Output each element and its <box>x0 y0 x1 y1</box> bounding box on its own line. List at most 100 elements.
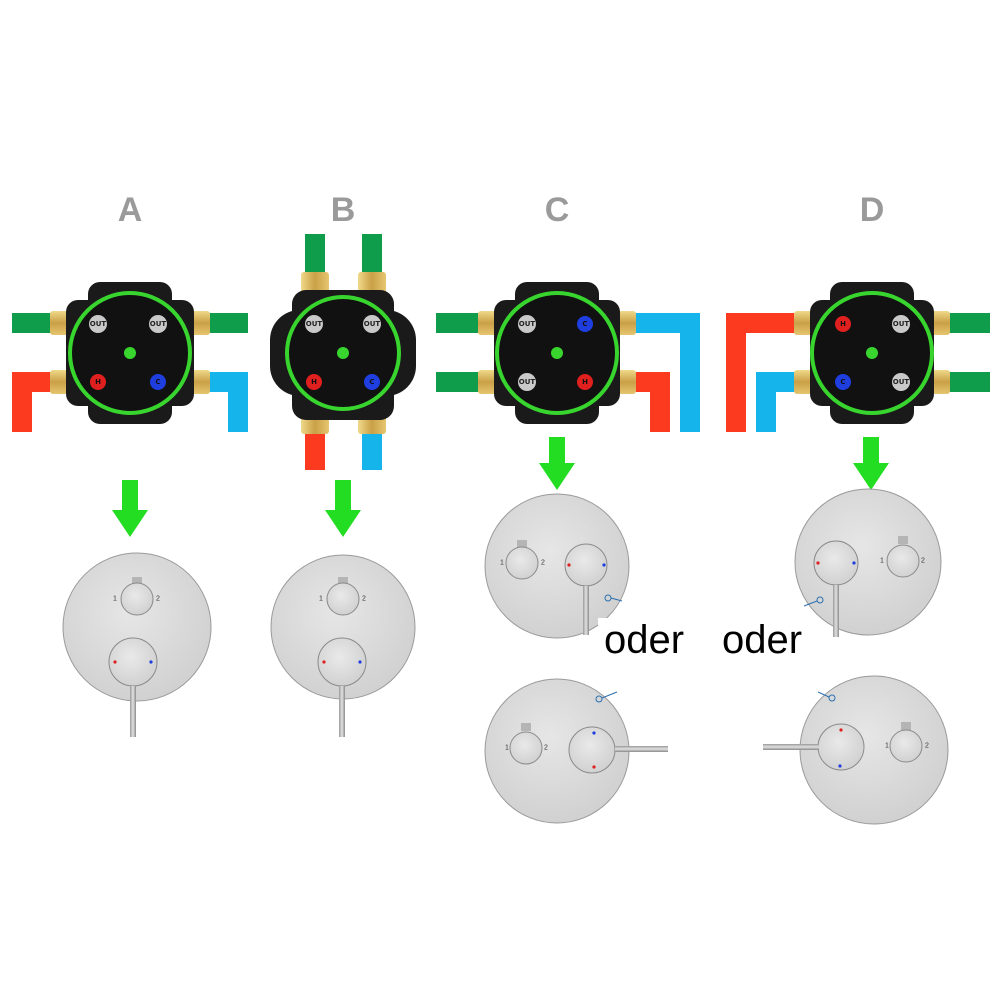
outlet-port-a-1 <box>89 315 107 333</box>
hot-port-label: H <box>840 320 846 328</box>
outlet-pipe-b-right <box>362 234 382 278</box>
trim-plate-a: 1 2 <box>62 552 212 737</box>
cold-pipe-d <box>756 372 800 432</box>
valve-body-b: OUT OUT H C <box>270 290 416 420</box>
diverter-knob-d-lower <box>889 729 923 763</box>
hot-pipe-a <box>12 372 54 432</box>
label-d: D <box>860 191 885 229</box>
diverter-pos-1: 1 <box>319 596 323 603</box>
outlet-port-label: OUT <box>364 320 381 328</box>
outlet-pipe-c-top <box>436 313 482 333</box>
diverter-knob-b <box>326 582 360 616</box>
cold-port-label: C <box>840 378 845 386</box>
valve-center-a <box>124 347 136 359</box>
outlet-port-c-2 <box>518 373 536 391</box>
outlet-port-label: OUT <box>90 320 107 328</box>
outlet-port-b-2 <box>363 315 381 333</box>
mixer-knob-c-lower <box>568 726 616 774</box>
valve-body-d: H C OUT OUT <box>810 282 934 424</box>
cold-pipe-b <box>362 430 382 470</box>
diverter-pos-1: 1 <box>500 560 504 567</box>
hot-port-d <box>835 316 851 332</box>
hot-pipe-c <box>630 372 670 432</box>
hot-port-b <box>306 374 322 390</box>
hot-port-label: H <box>95 378 101 386</box>
outlet-pipe-c-bottom <box>436 372 482 392</box>
diverter-pos-2: 2 <box>156 596 160 603</box>
label-c: C <box>545 191 570 229</box>
diverter-pos-2: 2 <box>925 743 929 750</box>
hot-pipe-d <box>726 313 800 432</box>
diverter-pos-2: 2 <box>541 560 545 567</box>
outlet-pipe-d-top <box>944 313 990 333</box>
variant-c: OUT OUT C H 1 2 1 2 <box>436 282 700 824</box>
cold-port-a <box>150 374 166 390</box>
outlet-port-a-2 <box>149 315 167 333</box>
hot-port-label: H <box>311 378 317 386</box>
valve-body-c: OUT OUT C H <box>494 282 620 424</box>
outlet-port-b-1 <box>305 315 323 333</box>
hot-port-c <box>577 374 593 390</box>
mixer-knob-c-upper <box>564 543 608 587</box>
mixer-lever-c-lower <box>615 746 668 752</box>
outlet-pipe-a-left <box>12 313 54 333</box>
variant-d: H C OUT OUT 1 2 1 2 <box>726 282 990 825</box>
diverter-knob-c-lower <box>509 731 543 765</box>
diverter-knob-d-upper <box>886 544 920 578</box>
pipes-b <box>305 234 382 470</box>
valve-body-a: OUT OUT H C <box>66 282 194 424</box>
outlet-pipe-d-bottom <box>944 372 990 392</box>
outlet-port-label: OUT <box>306 320 323 328</box>
outlet-port-label: OUT <box>893 378 910 386</box>
trim-plate-b: 1 2 <box>270 554 416 737</box>
mixer-lever-d-lower <box>763 744 819 750</box>
outlet-pipe-b-left <box>305 234 325 278</box>
cold-pipe-a <box>206 372 248 432</box>
variant-b: OUT OUT H C 1 2 <box>270 234 416 737</box>
outlet-port-d-1 <box>892 315 910 333</box>
label-a: A <box>118 191 143 229</box>
trim-plate-c-upper: 1 2 <box>484 493 630 639</box>
hot-port-a <box>90 374 106 390</box>
variant-a: OUT OUT H C 1 2 <box>12 282 248 737</box>
diverter-knob-a <box>120 582 154 616</box>
label-b: B <box>331 191 356 229</box>
outlet-port-label: OUT <box>519 378 536 386</box>
cold-port-label: C <box>369 378 374 386</box>
pipes-a <box>12 313 248 432</box>
outlet-pipe-a-right <box>206 313 248 333</box>
pipes-c <box>436 313 700 432</box>
cold-port-d <box>835 374 851 390</box>
trim-plate-d-upper: 1 2 <box>794 488 942 637</box>
hot-port-label: H <box>582 378 588 386</box>
diverter-pos-1: 1 <box>885 743 889 750</box>
diverter-knob-c-upper <box>505 546 539 580</box>
mixer-lever-c-upper <box>583 586 589 635</box>
cold-port-label: C <box>582 320 587 328</box>
cold-port-c <box>577 316 593 332</box>
outlet-port-label: OUT <box>519 320 536 328</box>
oder-backdrop <box>598 618 820 664</box>
mixer-knob-d-upper <box>813 540 859 586</box>
outlet-port-d-2 <box>892 373 910 391</box>
oder-label-left: oder <box>604 618 684 662</box>
arrow-down-icon <box>853 437 889 490</box>
arrow-down-icon <box>112 480 148 537</box>
outlet-port-label: OUT <box>150 320 167 328</box>
cold-port-label: C <box>155 378 160 386</box>
mixer-lever-a <box>130 686 136 737</box>
trim-plate-c-lower: 1 2 <box>484 678 668 824</box>
valve-center-d <box>866 347 878 359</box>
outlet-port-label: OUT <box>893 320 910 328</box>
pipes-d <box>726 313 990 432</box>
diverter-pos-1: 1 <box>880 558 884 565</box>
arrow-down-icon <box>539 437 575 490</box>
trim-plate-d-lower: 1 2 <box>763 675 949 825</box>
mixer-lever-d-upper <box>833 585 839 637</box>
diverter-pos-1: 1 <box>113 596 117 603</box>
hot-pipe-b <box>305 430 325 470</box>
cold-pipe-c <box>630 313 700 432</box>
arrow-down-icon <box>325 480 361 537</box>
diverter-pos-2: 2 <box>544 745 548 752</box>
